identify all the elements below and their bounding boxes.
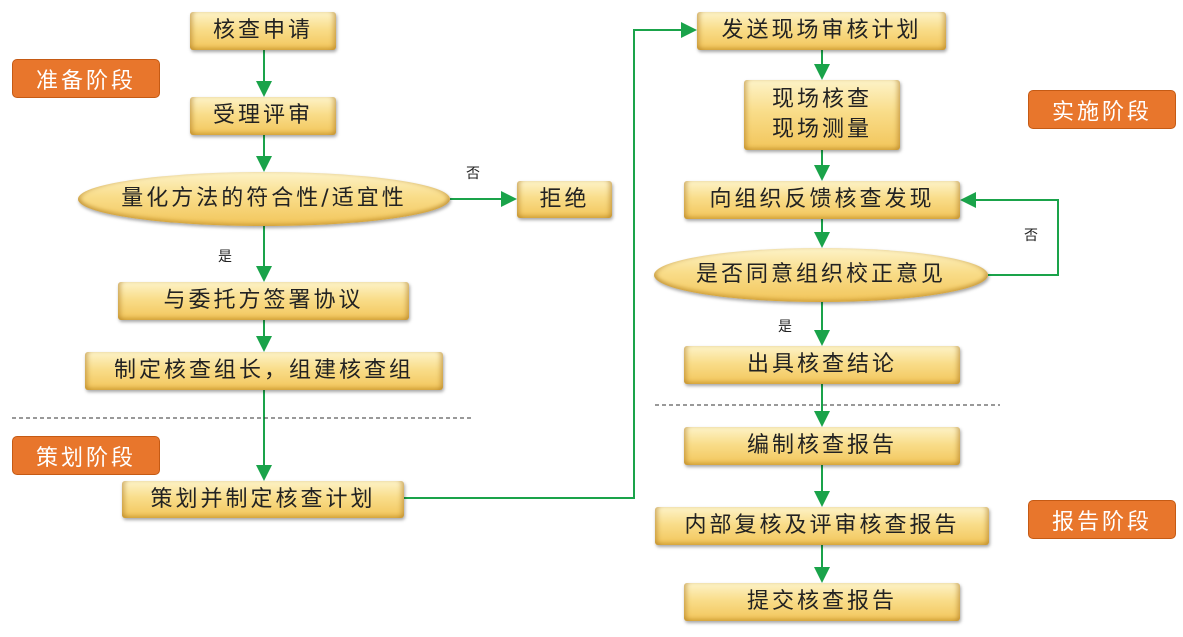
onsite-check: 现场核查 [771, 87, 872, 113]
stage-report: 报告阶段 [1028, 500, 1176, 539]
onsite-measure: 现场测量 [771, 117, 872, 142]
arrow [960, 192, 1059, 276]
step-onsite: 现场核查 现场测量 [744, 80, 900, 150]
label-no: 否 [1024, 228, 1038, 244]
step-team: 制定核查组长，组建核查组 [85, 352, 443, 390]
step-internal-review: 内部复核及评审核查报告 [655, 507, 989, 545]
label-yes: 是 [778, 319, 792, 335]
stage-plan: 策划阶段 [12, 436, 160, 475]
step-submit: 提交核查报告 [684, 583, 960, 621]
step-compile: 编制核查报告 [684, 427, 960, 465]
step-apply: 核查申请 [190, 12, 336, 50]
step-plan: 策划并制定核查计划 [122, 481, 404, 518]
decision-agree: 是否同意组织校正意见 [654, 248, 988, 302]
arrow [404, 22, 697, 499]
step-send-plan: 发送现场审核计划 [697, 12, 946, 50]
step-review: 受理评审 [190, 97, 336, 135]
step-feedback: 向组织反馈核查发现 [684, 181, 960, 219]
step-reject: 拒绝 [517, 181, 612, 218]
stage-implement: 实施阶段 [1028, 90, 1176, 129]
label-no: 否 [466, 166, 480, 182]
label-yes: 是 [218, 249, 232, 265]
step-conclusion: 出具核查结论 [684, 346, 960, 384]
stage-prepare: 准备阶段 [12, 59, 160, 98]
step-sign: 与委托方签署协议 [118, 282, 409, 320]
decision-method: 量化方法的符合性/适宜性 [78, 172, 450, 226]
